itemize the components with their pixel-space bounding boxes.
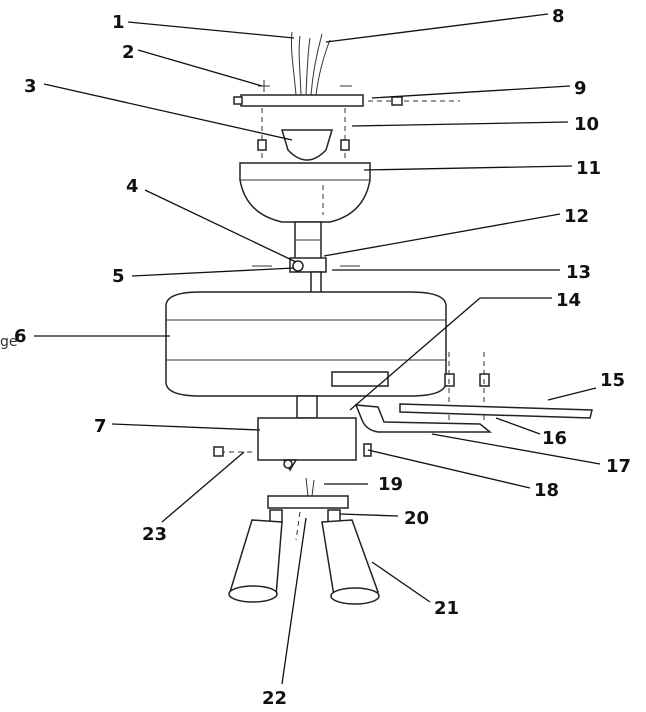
switch-stem [296,395,318,419]
canopy [239,162,371,223]
lead-wires [291,31,331,96]
callout-19: 19 [378,474,403,495]
stray-text-fragment: ge [0,334,18,350]
callout-6: 6 [14,326,27,347]
callout-12: 12 [564,206,589,227]
blade-iron [354,404,493,433]
callout-11: 11 [576,158,601,179]
callout-22: 22 [262,688,287,709]
leader-lines [34,13,601,685]
light-kit-wires [305,477,315,497]
callout-15: 15 [600,370,625,391]
callout-7: 7 [94,416,107,437]
callout-21: 21 [434,598,459,619]
callout-1: 1 [112,12,125,33]
callout-17: 17 [606,456,631,477]
callout-5: 5 [112,266,125,287]
canopy-screws [257,108,350,160]
motor-housing [165,291,447,397]
switch-housing [213,417,372,472]
callout-3: 3 [24,76,37,97]
callout-8: 8 [552,6,565,27]
glass-shades [228,519,380,605]
mounting-bracket [233,80,460,107]
callout-20: 20 [404,508,429,529]
callout-10: 10 [574,114,599,135]
light-kit-plate [267,495,349,509]
callout-23: 23 [142,524,167,545]
callout-16: 16 [542,428,567,449]
callout-9: 9 [574,78,587,99]
callout-14: 14 [556,290,581,311]
callout-numbers: 1 2 3 4 5 6 7 8 9 10 11 12 13 14 15 16 1… [14,6,631,709]
fan-blade [399,403,593,419]
callout-2: 2 [122,42,135,63]
hanger-ball [280,129,334,161]
callout-13: 13 [566,262,591,283]
callout-4: 4 [126,176,139,197]
fan-assembly-drawing [165,31,593,605]
callout-18: 18 [534,480,559,501]
pull-chain [295,511,301,541]
